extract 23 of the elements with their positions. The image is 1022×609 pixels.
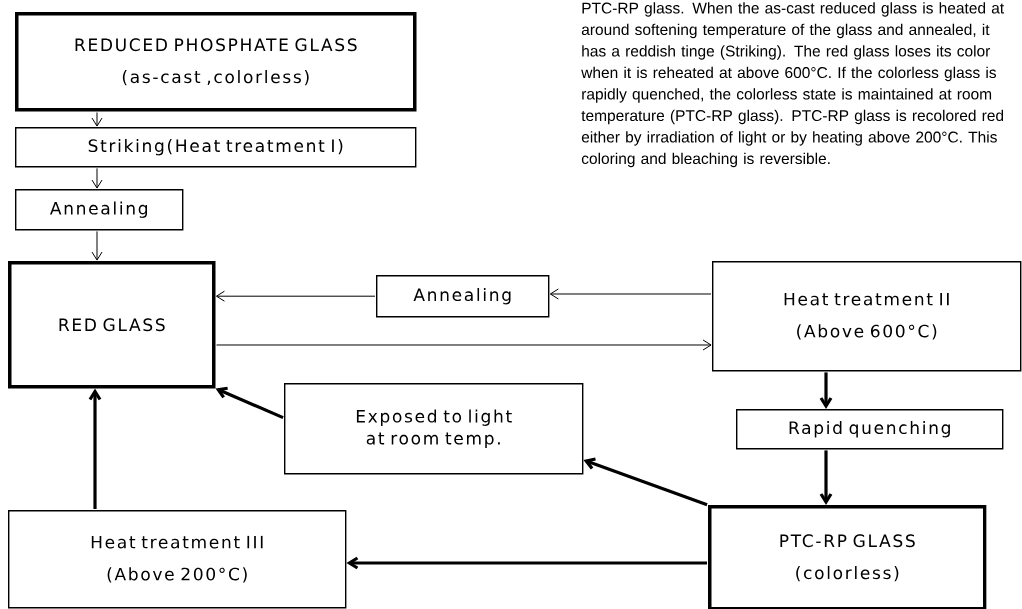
arrow [215,290,376,302]
state-box: RED GLASS [8,261,216,389]
arrow [215,386,284,420]
process-box: Annealing [376,275,550,318]
arrow [549,288,712,300]
arrow [91,167,103,189]
description-paragraph: PTC-RP glass. When the as-cast reduced glass is heated at around softening temperature of the glass and annealed, it has a reddish tinge (Striking). The red glass loses its color when it is reheated at above 600°C. If the colorless glass is rapidly quenched, the colorless state is maintained at room temperature (PTC-RP glass). PTC-RP glass is recolored red either by irradiation of light or by heating above 200°C. This coloring and bleaching is reversible. [581,2,1004,168]
arrow [216,339,712,351]
process-box: Annealing [15,189,184,231]
arrow [583,457,708,507]
arrow [91,112,103,127]
process-box: Heat treatment II (Above 600°C) [712,261,1022,372]
process-box: Rapid quenching [736,409,1004,450]
process-box: Exposed to light at room temp. [284,383,584,475]
state-box: PTC-RP GLASS (colorless) [708,505,987,609]
arrow [91,230,103,261]
process-box: Heat treatment III (Above 200°C) [8,510,347,609]
arrow [819,450,833,505]
process-box: Striking(Heat treatment I) [15,127,417,168]
state-box: REDUCED PHOSPHATE GLASS (as-cast ,colorless) [15,12,417,112]
arrow [88,388,102,509]
arrow [819,372,833,409]
arrow [346,556,707,570]
